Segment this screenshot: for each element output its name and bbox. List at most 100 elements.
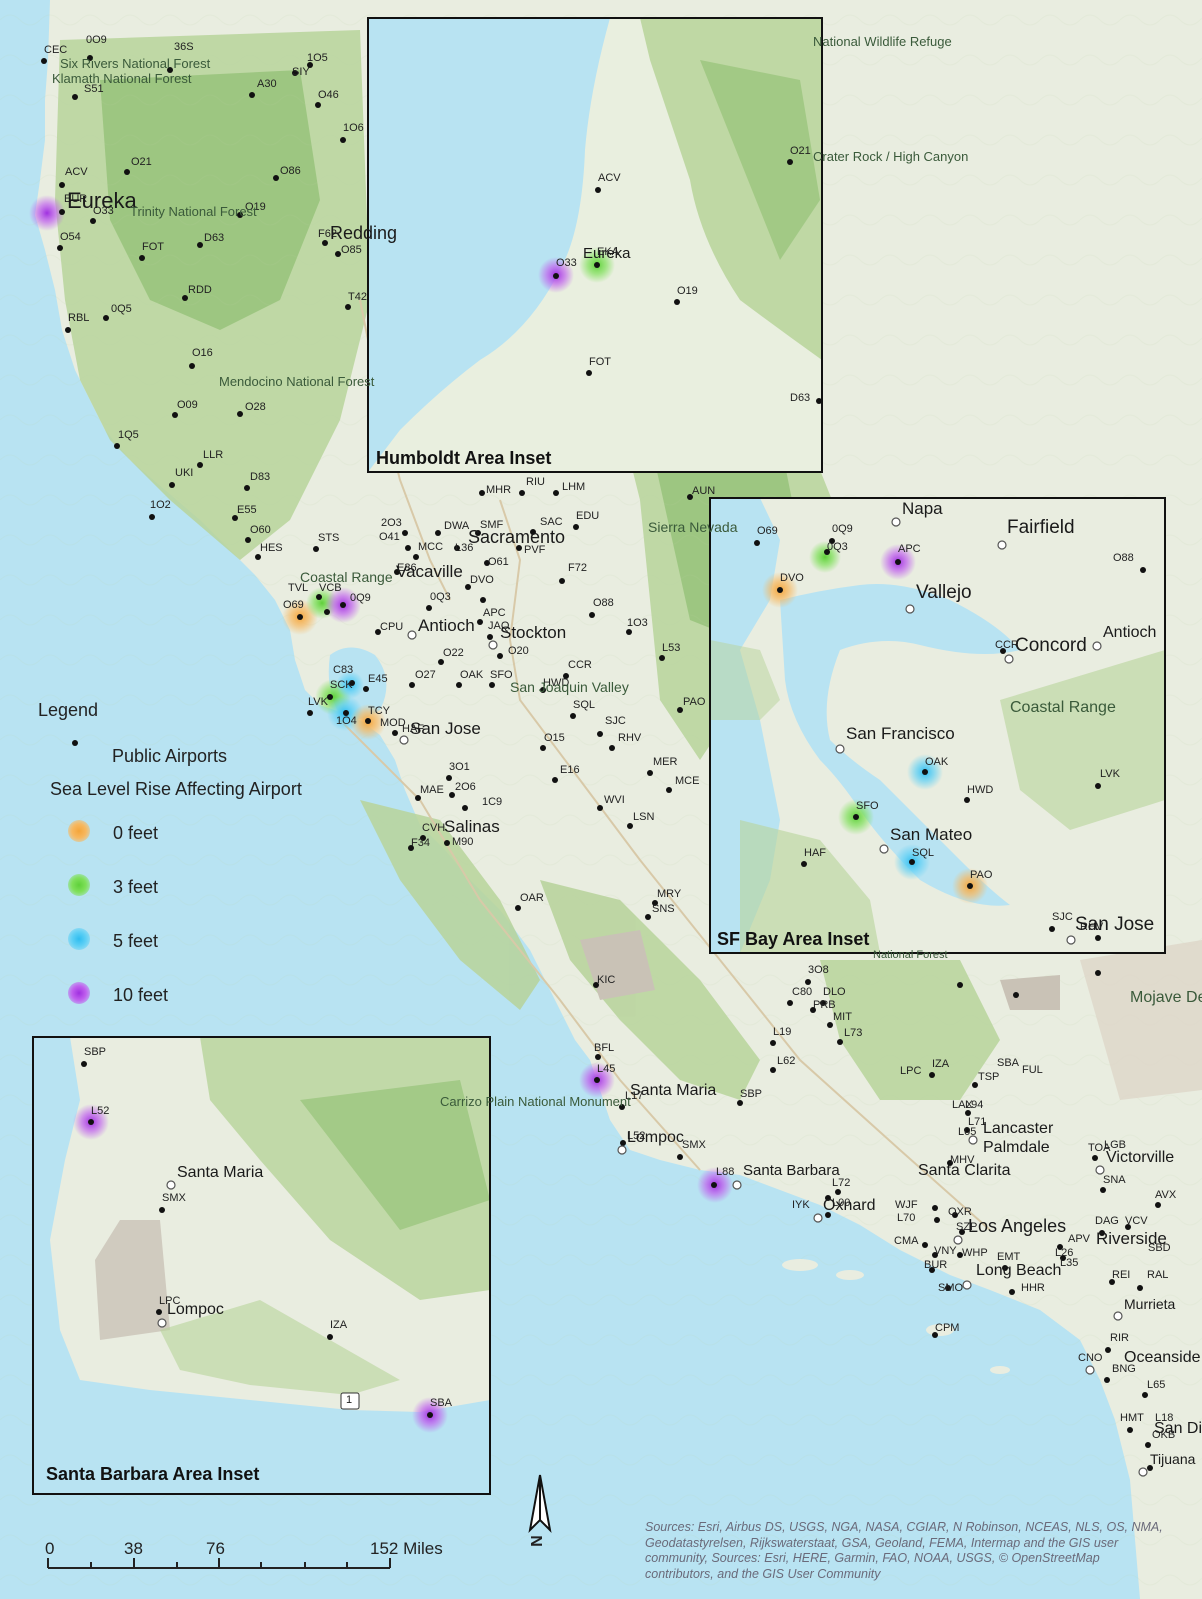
airport-label: IZA: [330, 1319, 348, 1331]
airport-label: MCE: [675, 775, 700, 787]
airport-label: CCR: [568, 659, 592, 671]
airport-label: VCB: [319, 582, 342, 594]
city-label: Sacramento: [468, 527, 566, 547]
airport-label: CVH: [422, 822, 446, 834]
city-label: Stockton: [500, 623, 567, 642]
airport-label: APC: [483, 607, 506, 619]
airport-label: E16: [560, 764, 580, 776]
airport-label: L71: [968, 1116, 987, 1128]
city-label: Redding: [330, 223, 398, 243]
scale-tick-152: 152 Miles: [370, 1539, 443, 1558]
region-label: National Wildlife Refuge: [813, 34, 952, 49]
airport-label: OAK: [925, 756, 949, 768]
city-label: Oceanside: [1124, 1349, 1201, 1366]
airport-label: REI: [1112, 1269, 1131, 1281]
airport-label: SMF: [480, 519, 504, 531]
region-label: Sierra Nevada: [648, 519, 738, 535]
scale-bar: [47, 1558, 391, 1569]
airport-label: D63: [790, 392, 811, 404]
airport-label: EDU: [576, 510, 600, 522]
airport-label: E55: [237, 504, 257, 516]
airport-label: DAG: [1095, 1215, 1119, 1227]
airport-label: L65: [1147, 1379, 1166, 1391]
airport-label: CPU: [380, 621, 404, 633]
airport-label: L73: [844, 1027, 863, 1039]
airport-label: L19: [773, 1026, 792, 1038]
sb-inset-frame: [32, 1036, 491, 1495]
airport-label: CPM: [935, 1322, 960, 1334]
legend-title: Legend: [38, 700, 99, 720]
airport-label: 1O4: [336, 715, 357, 727]
airport-label: S51: [84, 83, 104, 95]
airport-label: L88: [716, 1166, 735, 1178]
city-label: Lompoc: [167, 1301, 224, 1318]
airport-label: O54: [60, 231, 81, 243]
airport-label: FOT: [142, 241, 164, 253]
airport-label: HMT: [1120, 1412, 1144, 1424]
airport-label: MRY: [657, 888, 682, 900]
airport-label: 1O5: [307, 52, 328, 64]
airport-label: O21: [131, 156, 152, 168]
city-label: Murrieta: [1124, 1296, 1176, 1312]
city-points-main: [399, 630, 1148, 1477]
airport-label: LSN: [633, 811, 655, 823]
legend-swatch-5ft: [68, 928, 90, 950]
legend-airports-label: Public Airports: [112, 746, 228, 766]
airport-label: SQL: [573, 699, 596, 711]
airport-label: MAE: [420, 784, 444, 796]
airport-label: L35: [1060, 1257, 1079, 1269]
airport-label: MOD: [380, 717, 406, 729]
airport-label: 0Q9: [832, 523, 853, 535]
airport-label: AVX: [1155, 1189, 1177, 1201]
sfbay-inset-map: [710, 498, 1165, 953]
city-label: Long Beach: [976, 1262, 1062, 1279]
city-label: Palmdale: [983, 1139, 1050, 1156]
airport-label: O19: [245, 201, 266, 213]
airport-label: L52: [627, 1130, 646, 1142]
airport-label: E45: [368, 673, 388, 685]
airport-label: SAC: [540, 516, 563, 528]
airport-label: 3O1: [449, 761, 470, 773]
airport-label: MHV: [950, 1154, 975, 1166]
airport-label: L00: [832, 1197, 851, 1209]
airport-label: O86: [280, 165, 301, 177]
airport-label: 0Q3: [827, 541, 848, 553]
airport-label: 1O2: [150, 499, 171, 511]
airport-label: IZA: [932, 1058, 950, 1070]
north-arrow-label: N: [526, 1535, 544, 1547]
legend-swatch-10ft: [68, 982, 90, 1004]
airport-label: LPC: [159, 1295, 181, 1307]
airport-label: ACV: [65, 166, 88, 178]
airport-label: RAL: [1147, 1269, 1169, 1281]
airport-label: LVK: [308, 696, 328, 708]
airport-label: 2O3: [381, 517, 402, 529]
airport-label: L72: [832, 1177, 851, 1189]
humboldt-inset-map: [368, 18, 822, 472]
airport-label: WHP: [962, 1247, 988, 1259]
airport-label: L36: [455, 542, 474, 554]
airport-label: OXR: [948, 1206, 972, 1218]
airport-label: VCV: [1125, 1215, 1148, 1227]
region-label: National Forest: [873, 949, 948, 961]
airport-label: D63: [204, 232, 225, 244]
legend-label-10ft: 10 feet: [113, 985, 169, 1005]
humboldt-inset-frame: [367, 17, 823, 473]
airport-label: F62: [318, 228, 337, 240]
humboldt-inset-title: Humboldt Area Inset: [376, 448, 552, 468]
airport-label: O33: [556, 257, 577, 269]
city-label: Santa Maria: [630, 1082, 717, 1099]
airport-label: A30: [257, 78, 277, 90]
airport-label: O60: [250, 524, 271, 536]
airport-label: E36: [397, 562, 417, 574]
airport-points-main: [41, 55, 1161, 1471]
airport-label: 3O8: [808, 964, 829, 976]
scale-tick-38: 38: [124, 1539, 143, 1558]
airport-label: DVO: [470, 574, 494, 586]
airport-label: L05: [958, 1126, 977, 1138]
airport-label: EKA: [597, 246, 620, 258]
city-label: Victorville: [1106, 1149, 1175, 1166]
airport-label: 2O6: [455, 781, 476, 793]
region-label: Mojave Desert: [1130, 989, 1202, 1006]
